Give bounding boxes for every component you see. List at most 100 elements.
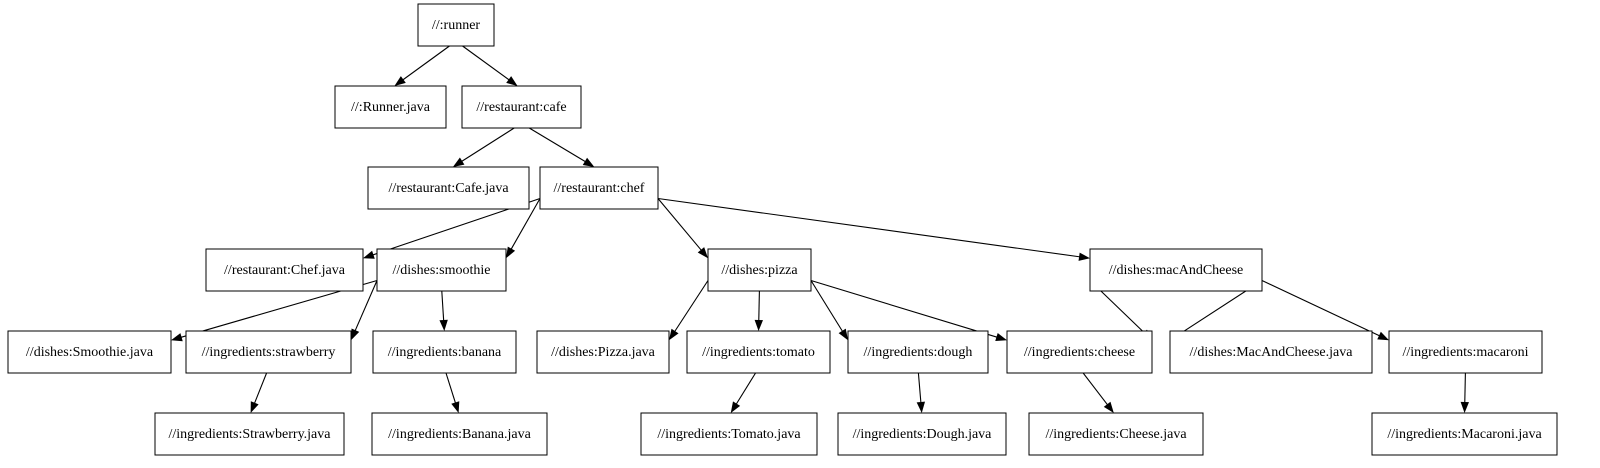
edge-line [917,372,922,404]
node-box[interactable] [837,412,1007,456]
node-box[interactable] [847,330,989,374]
node-label: //ingredients:Dough.java [853,427,993,442]
graph-node-ing_macaroni[interactable]: //ingredients:macaroni [1388,330,1543,374]
edge-arrowhead [452,157,465,167]
edge-arrowhead [451,401,460,413]
edge-dishes_smoothie-to-ing_banana [439,290,448,331]
node-box[interactable] [334,85,447,129]
node-box[interactable] [1028,412,1204,456]
graph-node-dishes_smoothie[interactable]: //dishes:smoothie [376,248,507,292]
edge-arrowhead [351,328,360,341]
edge-arrowhead [1078,252,1090,261]
edge-dishes_smoothie-to-ing_strawberry [351,280,378,341]
graph-node-ing_banana[interactable]: //ingredients:banana [372,330,517,374]
edge-dishes_macandcheese-to-ing_macaroni [1261,280,1389,341]
node-box[interactable] [539,166,659,210]
node-label: //ingredients:macaroni [1403,345,1529,360]
node-box[interactable] [1169,330,1373,374]
edge-arrowhead [1377,331,1389,341]
graph-node-ing_dough[interactable]: //ingredients:dough [847,330,989,374]
edge-arrowhead [669,328,679,341]
node-box[interactable] [640,412,818,456]
nodes-layer: //:runner //:Runner.java //restaurant:cafe… [7,3,1558,456]
graph-node-tomato_java[interactable]: //ingredients:Tomato.java [640,412,818,456]
graph-node-pizza_java[interactable]: //dishes:Pizza.java [536,330,670,374]
node-label: //dishes:pizza [721,263,798,278]
graph-node-dishes_macandcheese[interactable]: //dishes:macAndCheese [1089,248,1263,292]
edge-line [441,290,445,322]
node-box[interactable] [1089,248,1263,292]
node-box[interactable] [1006,330,1153,374]
graph-node-restaurant_chef[interactable]: //restaurant:chef [539,166,659,210]
edge-ing_strawberry-to-strawberry_java [250,372,268,413]
edge-arrowhead [995,333,1007,342]
edge-arrowhead [697,247,708,259]
node-label: //dishes:Smoothie.java [26,345,154,360]
edge-line [735,372,757,405]
edge-ing_cheese-to-cheese_java [1082,372,1114,413]
node-label: //restaurant:chef [554,181,645,196]
edge-restaurant_cafe-to-cafe_java [452,127,515,167]
graph-node-cheese_java[interactable]: //ingredients:Cheese.java [1028,412,1204,456]
edge-line [461,127,515,163]
edge-line [445,372,457,404]
graph-node-macaroni_java[interactable]: //ingredients:Macaroni.java [1371,412,1558,456]
edge-ing_dough-to-dough_java [916,372,926,413]
node-label: //dishes:Pizza.java [551,345,656,360]
graph-node-strawberry_java[interactable]: //ingredients:Strawberry.java [154,412,345,456]
edge-line [354,280,378,332]
node-box[interactable] [154,412,345,456]
edge-line [657,198,703,251]
edge-dishes_pizza-to-pizza_java [669,280,709,341]
node-label: //ingredients:tomato [702,345,815,360]
edge-line [528,127,587,163]
graph-node-smoothie_java[interactable]: //dishes:Smoothie.java [7,330,172,374]
graph-node-ing_strawberry[interactable]: //ingredients:strawberry [185,330,352,374]
edge-runner-to-restaurant_cafe [462,45,518,86]
graph-node-banana_java[interactable]: //ingredients:Banana.java [371,412,548,456]
node-box[interactable] [376,248,507,292]
node-box[interactable] [536,330,670,374]
edges-layer [171,45,1469,413]
edge-arrowhead [1460,401,1469,413]
edge-arrowhead [171,333,183,342]
graph-node-chef_java[interactable]: //restaurant:Chef.java [205,248,364,292]
edge-line [810,280,844,333]
edge-line [253,372,268,404]
edge-line [462,45,510,81]
graph-node-runner_java[interactable]: //:Runner.java [334,85,447,129]
edge-restaurant_chef-to-dishes_smoothie [506,198,541,259]
graph-node-cafe_java[interactable]: //restaurant:Cafe.java [367,166,530,210]
node-box[interactable] [367,166,530,210]
node-box[interactable] [686,330,831,374]
node-box[interactable] [185,330,352,374]
graph-node-ing_tomato[interactable]: //ingredients:tomato [686,330,831,374]
node-box[interactable] [417,3,495,47]
node-box[interactable] [1371,412,1558,456]
edge-arrowhead [582,157,595,167]
edge-arrowhead [1103,401,1114,413]
edge-line [510,198,541,250]
node-box[interactable] [461,85,582,129]
node-label: //ingredients:Cheese.java [1045,427,1187,442]
graph-node-ing_cheese[interactable]: //ingredients:cheese [1006,330,1153,374]
graph-node-macandcheese_java[interactable]: //dishes:MacAndCheese.java [1169,330,1373,374]
node-box[interactable] [1388,330,1543,374]
graph-node-dishes_pizza[interactable]: //dishes:pizza [707,248,812,292]
node-box[interactable] [7,330,172,374]
node-box[interactable] [205,248,364,292]
graph-node-restaurant_cafe[interactable]: //restaurant:cafe [461,85,582,129]
edge-restaurant_chef-to-dishes_pizza [657,198,708,259]
node-box[interactable] [371,412,548,456]
edge-arrowhead [506,76,518,86]
edge-ing_tomato-to-tomato_java [730,372,757,413]
node-box[interactable] [707,248,812,292]
node-box[interactable] [372,330,517,374]
graph-node-dough_java[interactable]: //ingredients:Dough.java [837,412,1007,456]
edge-line [810,279,998,338]
edge-line [758,290,760,322]
graph-node-runner[interactable]: //:runner [417,3,495,47]
edge-line [657,197,1081,258]
edge-arrowhead [838,328,848,341]
